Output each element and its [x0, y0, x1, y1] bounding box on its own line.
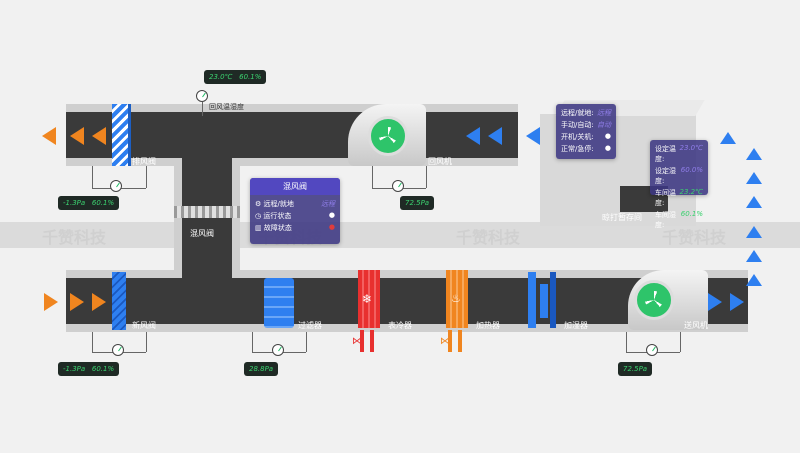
- cooler[interactable]: [358, 270, 380, 328]
- connector-line: [252, 332, 253, 352]
- gauge-icon: [272, 344, 284, 356]
- humidifier-label: 加湿器: [564, 321, 588, 330]
- connector-line: [680, 332, 681, 352]
- cooler-label: 表冷器: [388, 321, 412, 330]
- return-fan-icon[interactable]: [368, 116, 408, 156]
- mix-panel-title: 混风阀: [250, 178, 340, 195]
- heater-label: 加热器: [476, 321, 500, 330]
- humidifier-plate-1[interactable]: [528, 272, 536, 328]
- supply-arrow-icon-1: [708, 293, 722, 311]
- heater[interactable]: [446, 270, 468, 328]
- up-arrow-icon: [746, 172, 762, 184]
- connector-line: [92, 332, 93, 352]
- filter-readout: 28.8Pa: [244, 362, 279, 376]
- return-arrow-icon-1: [466, 127, 480, 145]
- workshop-status-panel: 远程/就地:远程 手动/自动:自动 开机/关机:● 正常/急停:●: [556, 104, 616, 159]
- fresh-arrow-icon-2: [70, 293, 84, 311]
- supply-fan-icon[interactable]: [634, 280, 674, 320]
- humidifier-plate-3: [550, 272, 556, 328]
- snowflake-icon: ❄: [362, 292, 373, 306]
- workshop-env-panel: 设定温度:23.0℃ 设定湿度:60.0% 车间温度:23.2℃ 车间湿度:60…: [650, 140, 708, 229]
- up-arrow-icon: [746, 274, 762, 286]
- fresh-arrow-icon-1: [44, 293, 58, 311]
- supply-arrow-icon-2: [730, 293, 744, 311]
- mixing-damper-panel: 混风阀 ⚙ 远程/就地远程 ◷ 运行状态● ▥ 故障状态●: [250, 178, 340, 244]
- connector-line: [92, 166, 93, 188]
- bottom-duct-wall-lower: [66, 324, 748, 332]
- valve-icon[interactable]: ⋈: [352, 336, 362, 347]
- filter[interactable]: [264, 278, 294, 328]
- watermark-band: [0, 222, 800, 248]
- gauge-icon: [112, 344, 124, 356]
- gauge-icon: [196, 90, 208, 102]
- watermark-1: 千赞科技: [42, 228, 107, 247]
- flame-icon: ♨: [451, 292, 461, 305]
- connector-line: [372, 166, 373, 188]
- connector-line: [626, 332, 627, 352]
- up-arrow-icon: [746, 250, 762, 262]
- fresh-damper-readout: -1.3Pa 60.1%: [58, 362, 120, 376]
- up-arrow-icon: [746, 148, 762, 160]
- exhaust-arrow-icon-3: [92, 127, 106, 145]
- mixing-damper[interactable]: [174, 206, 240, 218]
- humidifier-plate-2: [540, 284, 548, 318]
- exhaust-damper-readout: -1.3Pa 60.1%: [58, 196, 120, 210]
- top-duct-wall-upper: [66, 104, 518, 112]
- fresh-damper-label: 新风阀: [132, 321, 156, 330]
- up-arrow-icon: [720, 132, 736, 144]
- watermark-4: 千赞科技: [662, 228, 727, 247]
- mixing-duct: [182, 158, 232, 278]
- run-icon: ◷: [255, 212, 262, 220]
- mixing-duct-wall-left: [174, 166, 182, 270]
- bottom-duct-wall-upper-right: [232, 270, 748, 278]
- chart-icon: ▥: [255, 224, 262, 232]
- sensor-line: [202, 102, 203, 116]
- valve-icon[interactable]: ⋈: [440, 336, 450, 347]
- connector-line: [146, 166, 147, 188]
- exhaust-arrow-icon-2: [70, 127, 84, 145]
- fresh-air-damper[interactable]: [112, 272, 126, 330]
- connector-line: [306, 332, 307, 352]
- top-duct: [66, 112, 518, 158]
- fault-status-indicator: ●: [328, 223, 335, 231]
- settings-icon: ⚙: [255, 200, 262, 208]
- mixing-duct-wall-right: [232, 166, 240, 270]
- supply-fan-label: 送风机: [684, 321, 708, 330]
- return-air-sensor-label: 回风温湿度: [209, 103, 244, 111]
- heater-pipe: [448, 330, 452, 352]
- exhaust-damper-label: 排风阀: [132, 157, 156, 166]
- mixing-damper-label: 混风阀: [190, 229, 214, 238]
- return-arrow-icon-2: [488, 127, 502, 145]
- filter-label: 过滤器: [298, 321, 322, 330]
- return-fan-label: 回风机: [428, 157, 452, 166]
- connector-line: [146, 332, 147, 352]
- supply-fan-readout: 72.5Pa: [618, 362, 653, 376]
- gauge-icon: [646, 344, 658, 356]
- gauge-icon: [392, 180, 404, 192]
- return-air-sensor-readout: 23.0℃ 60.1%: [204, 70, 267, 84]
- connector-line: [426, 166, 427, 188]
- gauge-icon: [110, 180, 122, 192]
- workshop-label: 晾打暂存间: [602, 213, 642, 222]
- exhaust-damper[interactable]: [112, 104, 128, 166]
- watermark-3: 千赞科技: [456, 228, 521, 247]
- up-arrow-icon: [746, 196, 762, 208]
- cooler-pipe: [360, 330, 364, 352]
- cooler-pipe: [370, 330, 374, 352]
- power-indicator: ●: [604, 132, 611, 140]
- run-status-indicator: ●: [328, 211, 335, 219]
- heater-pipe: [458, 330, 462, 352]
- exhaust-arrow-icon-1: [42, 127, 56, 145]
- return-fan-readout: 72.5Pa: [400, 196, 435, 210]
- estop-indicator: ●: [604, 144, 611, 152]
- fresh-arrow-icon-3: [92, 293, 106, 311]
- return-arrow-icon-3: [526, 127, 540, 145]
- up-arrow-icon: [746, 226, 762, 238]
